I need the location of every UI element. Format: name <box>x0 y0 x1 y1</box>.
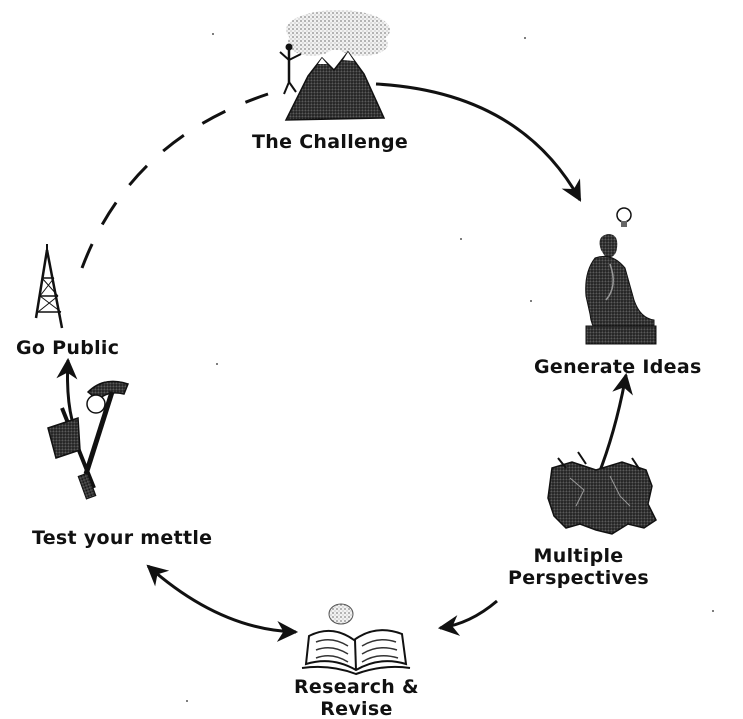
arrow-generate-to-perspectives <box>596 372 633 477</box>
tools-icon <box>47 380 129 500</box>
multiple-perspectives-label: Multiple Perspectives <box>508 545 649 589</box>
scan-speck <box>524 37 526 39</box>
research-revise-line2: Revise <box>320 698 393 719</box>
broadcast-tower-icon <box>34 244 64 329</box>
multiple-perspectives-line1: Multiple <box>533 545 624 567</box>
us-map-icon <box>547 451 657 535</box>
arrow-test-to-public <box>56 357 78 421</box>
arrow-perspectives-to-research <box>437 599 498 636</box>
multiple-perspectives-line2: Perspectives <box>508 567 650 589</box>
open-book-icon <box>301 603 411 676</box>
research-revise-label: Research & Revise <box>294 676 419 719</box>
arrow-research-to-test <box>146 564 299 642</box>
go-public-label: Go Public <box>16 337 120 359</box>
mountain-climber-icon <box>279 10 390 121</box>
arrow-public-to-challenge-dashed <box>80 92 269 269</box>
research-revise-line1: Research & <box>294 676 419 698</box>
scan-speck <box>712 610 714 612</box>
arrow-challenge-to-generate <box>375 82 582 202</box>
scan-speck <box>186 700 188 702</box>
scan-speck <box>212 33 214 35</box>
generate-ideas-label: Generate Ideas <box>534 356 702 378</box>
thinker-lightbulb-icon <box>585 207 657 345</box>
test-your-mettle-label: Test your mettle <box>32 527 213 549</box>
scan-speck <box>216 363 218 365</box>
scan-speck <box>530 300 532 302</box>
challenge-label: The Challenge <box>252 131 409 153</box>
scan-speck <box>460 238 462 240</box>
